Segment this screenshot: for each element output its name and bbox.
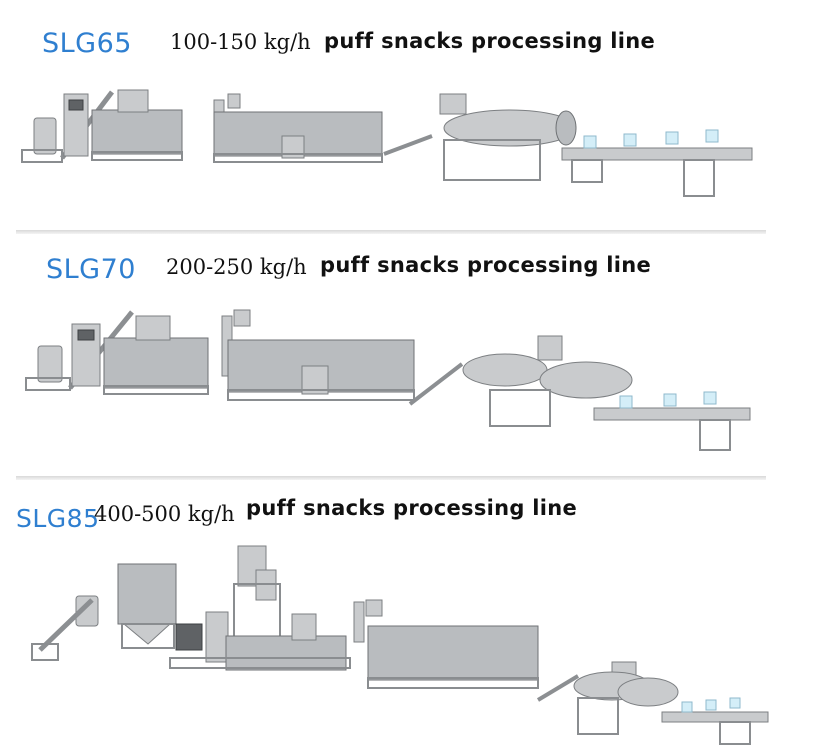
capacity-label: 200-250 kg/h (166, 255, 307, 279)
section-divider (16, 230, 766, 234)
capacity-label: 100-150 kg/h (170, 30, 311, 54)
line-section-slg65: SLG65 100-150 kg/h puff snacks processin… (0, 0, 830, 235)
model-label: SLG65 (42, 28, 132, 59)
processing-line-illustration (31, 545, 769, 745)
processing-line-illustration (21, 89, 753, 197)
line-headline: puff snacks processing line (246, 496, 578, 520)
section-divider (16, 476, 766, 480)
model-label: SLG85 (16, 504, 100, 533)
line-section-slg70: SLG70 200-250 kg/h puff snacks processin… (0, 236, 830, 476)
line-headline: puff snacks processing line (324, 29, 656, 53)
line-section-slg85: SLG85 400-500 kg/h puff snacks processin… (0, 482, 830, 753)
capacity-label: 400-500 kg/h (94, 502, 235, 526)
model-label: SLG70 (46, 254, 136, 285)
line-headline: puff snacks processing line (320, 253, 652, 277)
processing-line-illustration (25, 309, 751, 451)
